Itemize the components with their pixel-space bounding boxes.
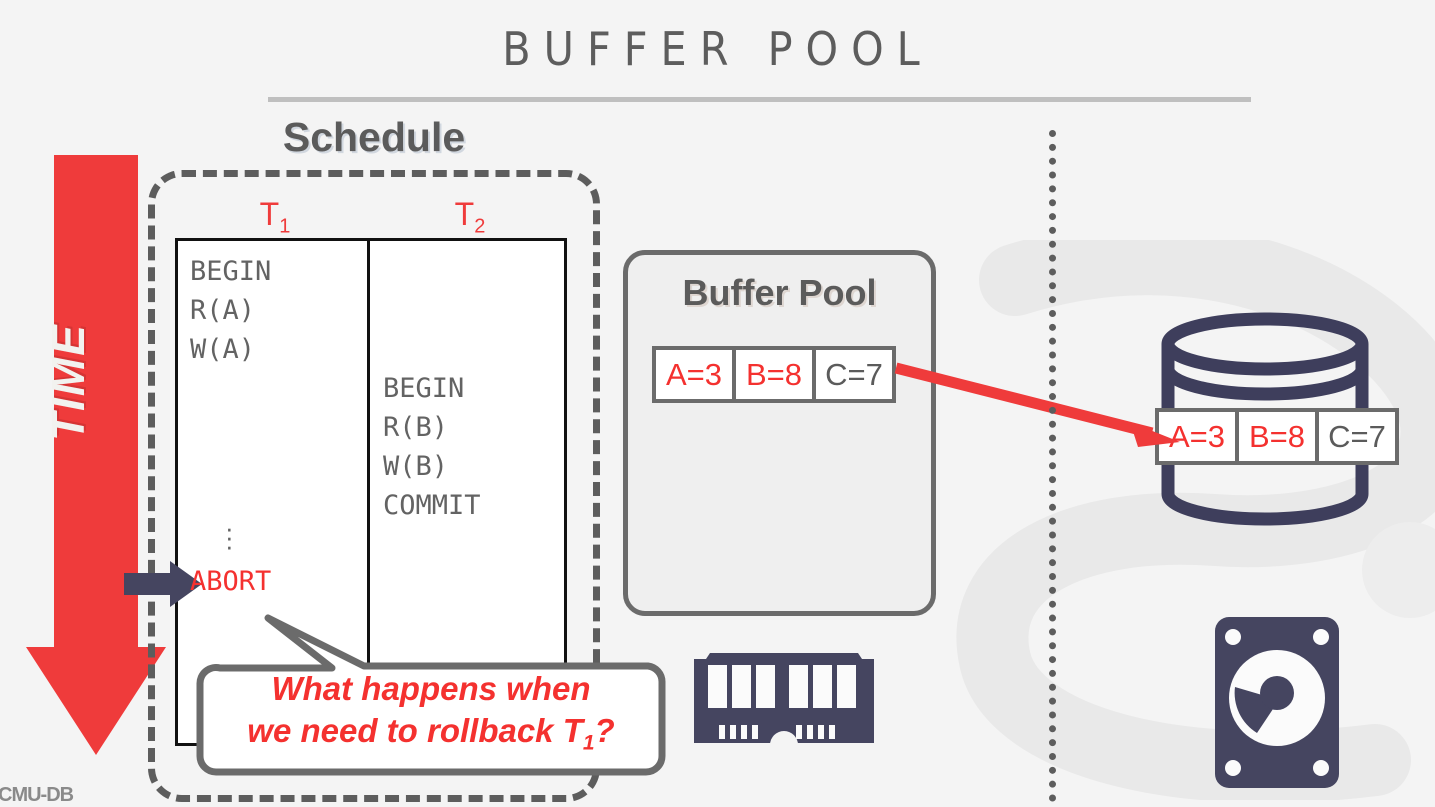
transaction-2-op-1: R(B) <box>383 412 449 443</box>
time-axis-arrow <box>26 155 166 755</box>
transaction-2-op-0: BEGIN <box>383 373 465 404</box>
callout-line-2-prefix: we need to rollback T <box>247 712 583 749</box>
disk-page-cell-2: C=7 <box>1315 408 1399 465</box>
disk-page-cell-0: A=3 <box>1155 408 1239 465</box>
time-axis-label: TIME <box>42 323 94 441</box>
ram-stick-icon <box>694 653 874 755</box>
schedule-dashed-border <box>148 170 600 802</box>
transaction-1-op-2: W(A) <box>190 334 256 365</box>
transaction-1-op-0: BEGIN <box>190 256 272 287</box>
memory-disk-separator <box>1049 130 1056 802</box>
schedule-table <box>175 238 567 746</box>
transaction-1-op-1: R(A) <box>190 295 256 326</box>
footer-logo: CMU-DB <box>0 784 74 806</box>
transaction-2-subscript: 2 <box>474 215 486 238</box>
title-divider <box>268 97 1251 102</box>
callout-bubble <box>196 614 666 776</box>
buffer-pool-page-cell-0: A=3 <box>652 346 736 403</box>
ellipsis-icon: ··· <box>225 513 234 561</box>
transaction-2-operations: BEGIN R(B) W(B) COMMIT <box>383 369 563 525</box>
hard-drive-icon <box>1215 617 1339 788</box>
current-step-pointer-icon <box>124 561 202 607</box>
page-title: BUFFER POOL <box>502 22 933 76</box>
buffer-pool-title: Buffer Pool <box>682 272 877 313</box>
callout-text: What happens when we need to rollback T1… <box>210 668 652 765</box>
transaction-2-name: T <box>454 196 475 232</box>
transaction-1-header: T1 <box>230 196 320 238</box>
buffer-pool-page-cell-1: B=8 <box>732 346 816 403</box>
transaction-1-name: T <box>259 196 280 232</box>
buffer-pool-container <box>623 250 936 616</box>
callout-line-2-suffix: ? <box>594 712 615 749</box>
transaction-2-header: T2 <box>425 196 515 238</box>
schedule-column-divider <box>367 238 370 746</box>
callout-line-1: What happens when <box>271 670 591 707</box>
abort-operation-label: ABORT <box>190 566 272 597</box>
transaction-2-op-3: COMMIT <box>383 490 481 521</box>
flush-to-disk-arrow <box>894 362 1180 447</box>
callout-line-2-subscript: 1 <box>582 731 595 755</box>
transaction-1-subscript: 1 <box>279 215 291 238</box>
buffer-pool-page-cell-2: C=7 <box>812 346 896 403</box>
transaction-2-op-2: W(B) <box>383 451 449 482</box>
disk-page-cell-1: B=8 <box>1235 408 1319 465</box>
transaction-1-operations: BEGIN R(A) W(A) <box>190 252 360 369</box>
schedule-title: Schedule <box>282 114 466 160</box>
